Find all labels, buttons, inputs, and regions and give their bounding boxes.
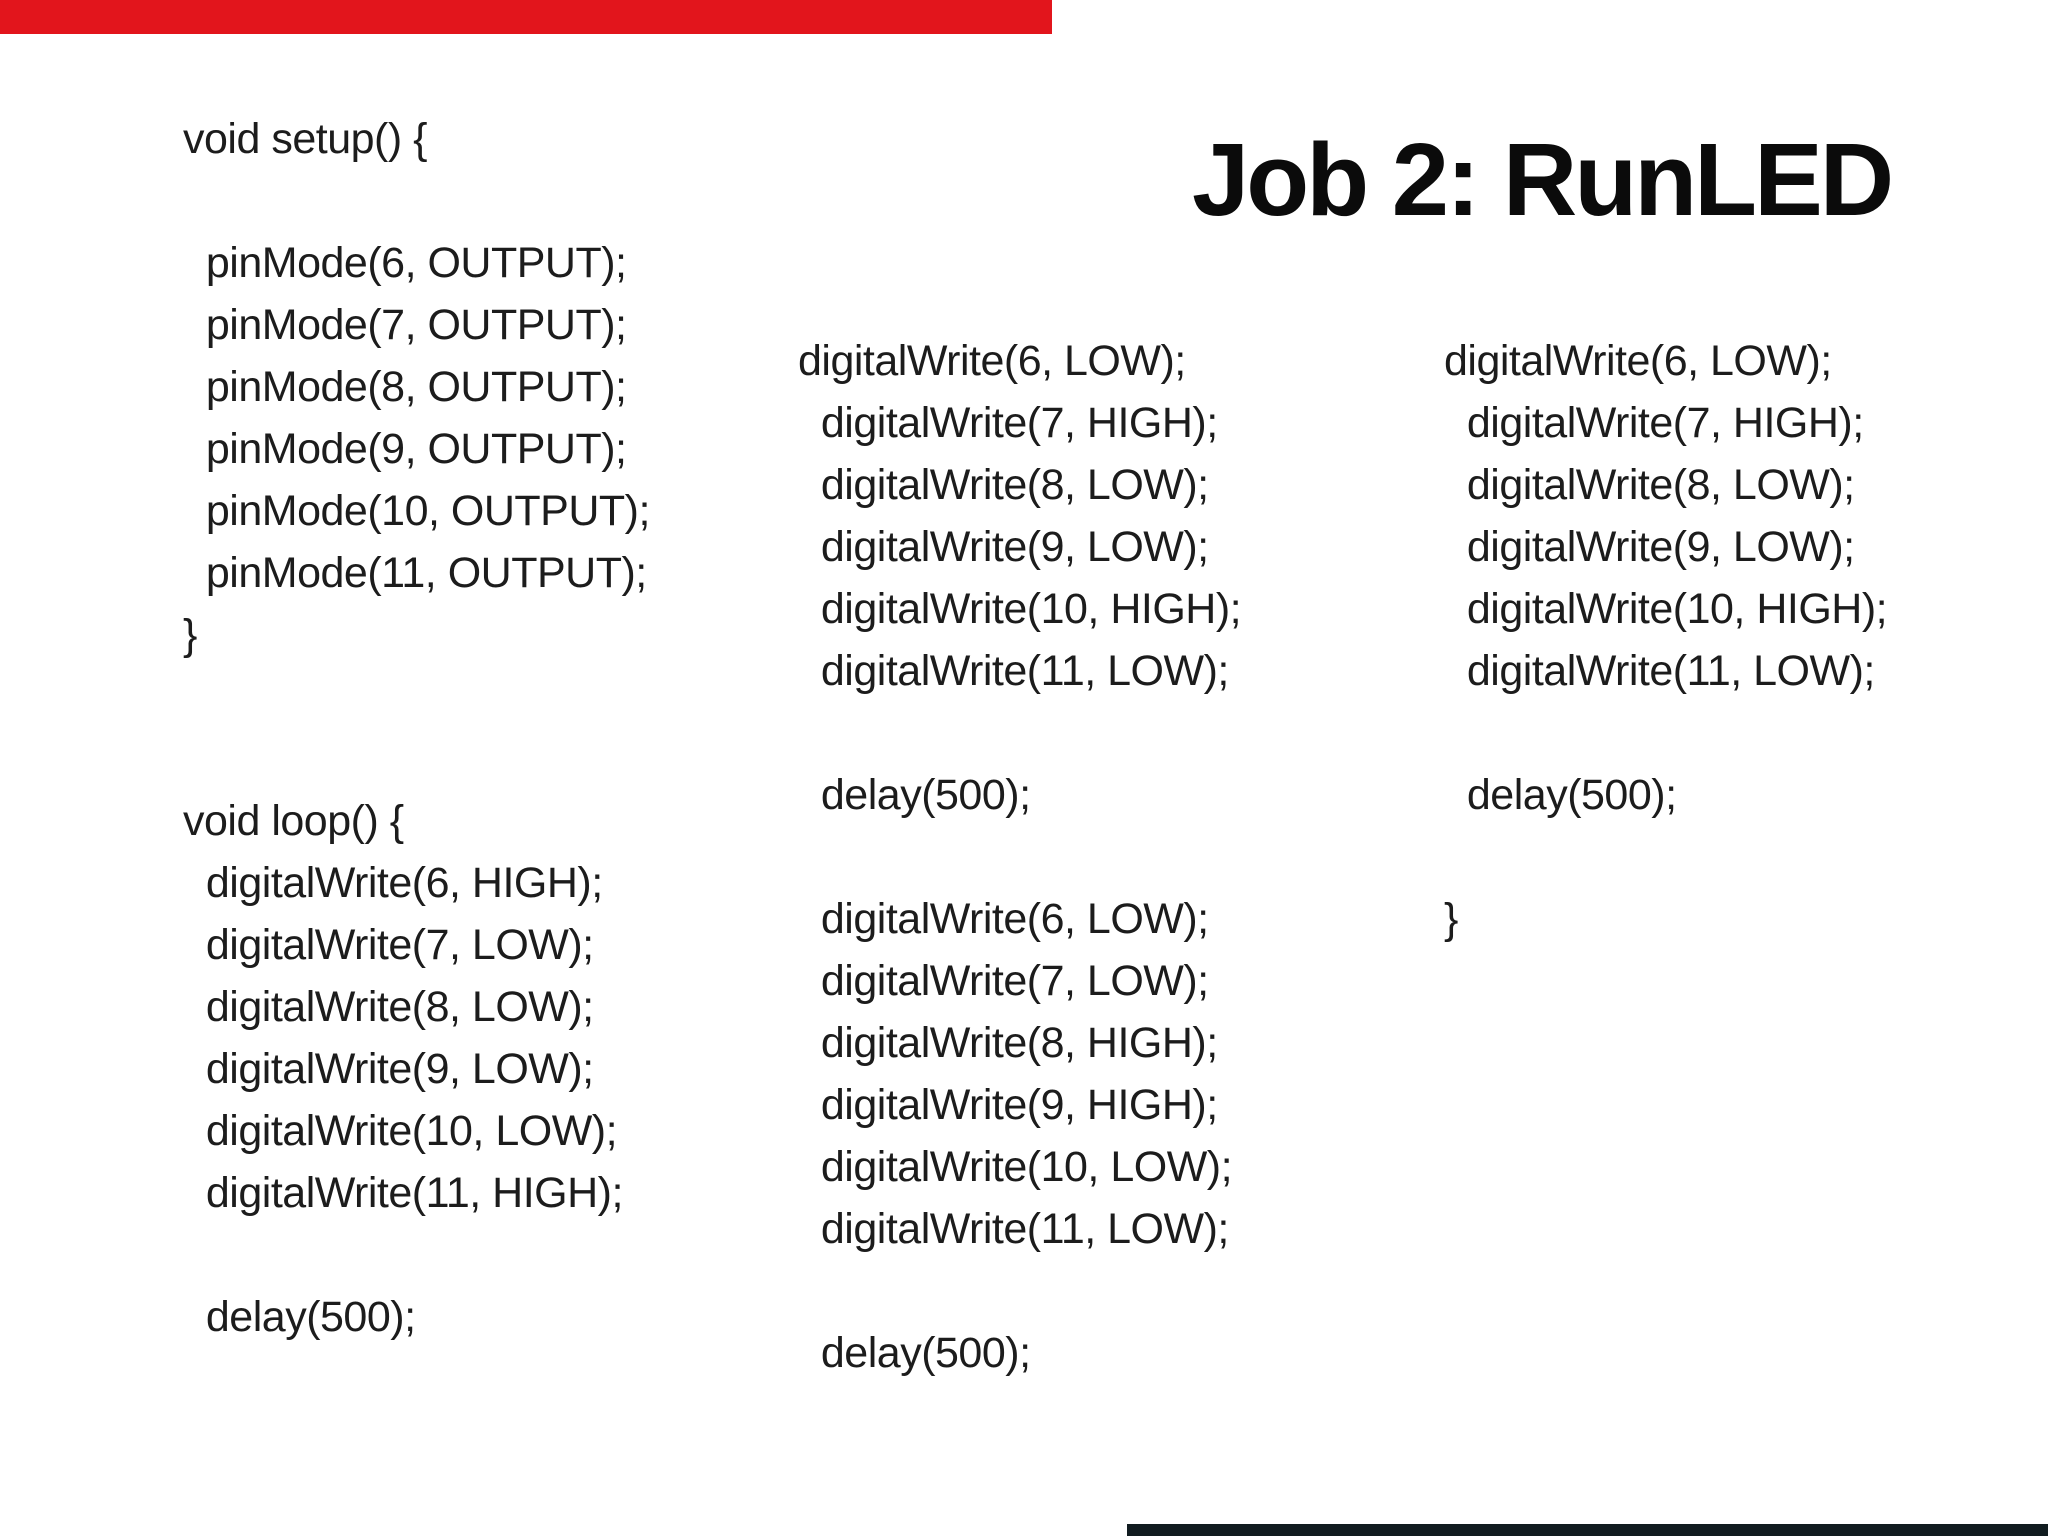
code-line: digitalWrite(6, LOW); bbox=[798, 895, 1209, 943]
code-line: void setup() { bbox=[183, 115, 427, 163]
code-line: delay(500); bbox=[183, 1293, 416, 1341]
code-line: digitalWrite(10, HIGH); bbox=[1444, 585, 1888, 633]
code-line bbox=[1444, 826, 1887, 888]
code-line: digitalWrite(8, LOW); bbox=[183, 983, 594, 1031]
code-line bbox=[798, 1260, 1241, 1322]
code-line: digitalWrite(7, HIGH); bbox=[798, 399, 1218, 447]
code-line: pinMode(6, OUTPUT); bbox=[183, 239, 627, 287]
code-column-setup-loop: void setup() { pinMode(6, OUTPUT); pinMo… bbox=[183, 108, 650, 1348]
code-line: } bbox=[183, 611, 197, 659]
code-line bbox=[183, 1224, 650, 1286]
code-line: digitalWrite(7, LOW); bbox=[183, 921, 594, 969]
code-column-middle: digitalWrite(6, LOW); digitalWrite(7, HI… bbox=[798, 330, 1242, 1384]
code-line: void loop() { bbox=[183, 797, 404, 845]
code-line: digitalWrite(9, LOW); bbox=[798, 523, 1209, 571]
code-line: digitalWrite(9, HIGH); bbox=[798, 1081, 1218, 1129]
code-line bbox=[183, 728, 650, 790]
code-line: delay(500); bbox=[798, 1329, 1031, 1377]
bottom-dark-bar bbox=[1127, 1524, 2048, 1536]
code-line: digitalWrite(11, LOW); bbox=[798, 647, 1229, 695]
code-line bbox=[1444, 702, 1887, 764]
code-line: digitalWrite(11, LOW); bbox=[1444, 647, 1875, 695]
code-line: digitalWrite(9, LOW); bbox=[1444, 523, 1855, 571]
code-line: pinMode(10, OUTPUT); bbox=[183, 487, 651, 535]
code-line: digitalWrite(7, HIGH); bbox=[1444, 399, 1864, 447]
code-line: digitalWrite(8, LOW); bbox=[798, 461, 1209, 509]
code-column-right: digitalWrite(6, LOW); digitalWrite(7, HI… bbox=[1444, 330, 1888, 950]
code-line: digitalWrite(10, LOW); bbox=[798, 1143, 1233, 1191]
code-line: delay(500); bbox=[1444, 771, 1677, 819]
code-line: digitalWrite(11, HIGH); bbox=[183, 1169, 624, 1217]
code-line bbox=[798, 826, 1241, 888]
code-line: digitalWrite(9, LOW); bbox=[183, 1045, 594, 1093]
code-line: digitalWrite(10, HIGH); bbox=[798, 585, 1242, 633]
code-line: digitalWrite(10, LOW); bbox=[183, 1107, 618, 1155]
code-line bbox=[183, 666, 650, 728]
code-line: } bbox=[1444, 895, 1458, 943]
code-line bbox=[183, 170, 650, 232]
code-line: digitalWrite(6, HIGH); bbox=[183, 859, 603, 907]
code-line: digitalWrite(11, LOW); bbox=[798, 1205, 1229, 1253]
code-line: digitalWrite(6, LOW); bbox=[798, 337, 1186, 385]
page-title: Job 2: RunLED bbox=[1192, 122, 1894, 237]
top-red-bar bbox=[0, 0, 1052, 34]
code-line: digitalWrite(8, LOW); bbox=[1444, 461, 1855, 509]
code-line: digitalWrite(7, LOW); bbox=[798, 957, 1209, 1005]
code-line: delay(500); bbox=[798, 771, 1031, 819]
code-line bbox=[798, 702, 1241, 764]
code-line: pinMode(9, OUTPUT); bbox=[183, 425, 627, 473]
code-line: pinMode(7, OUTPUT); bbox=[183, 301, 627, 349]
code-line: digitalWrite(8, HIGH); bbox=[798, 1019, 1218, 1067]
code-line: pinMode(11, OUTPUT); bbox=[183, 549, 647, 597]
code-line: digitalWrite(6, LOW); bbox=[1444, 337, 1832, 385]
code-line: pinMode(8, OUTPUT); bbox=[183, 363, 627, 411]
